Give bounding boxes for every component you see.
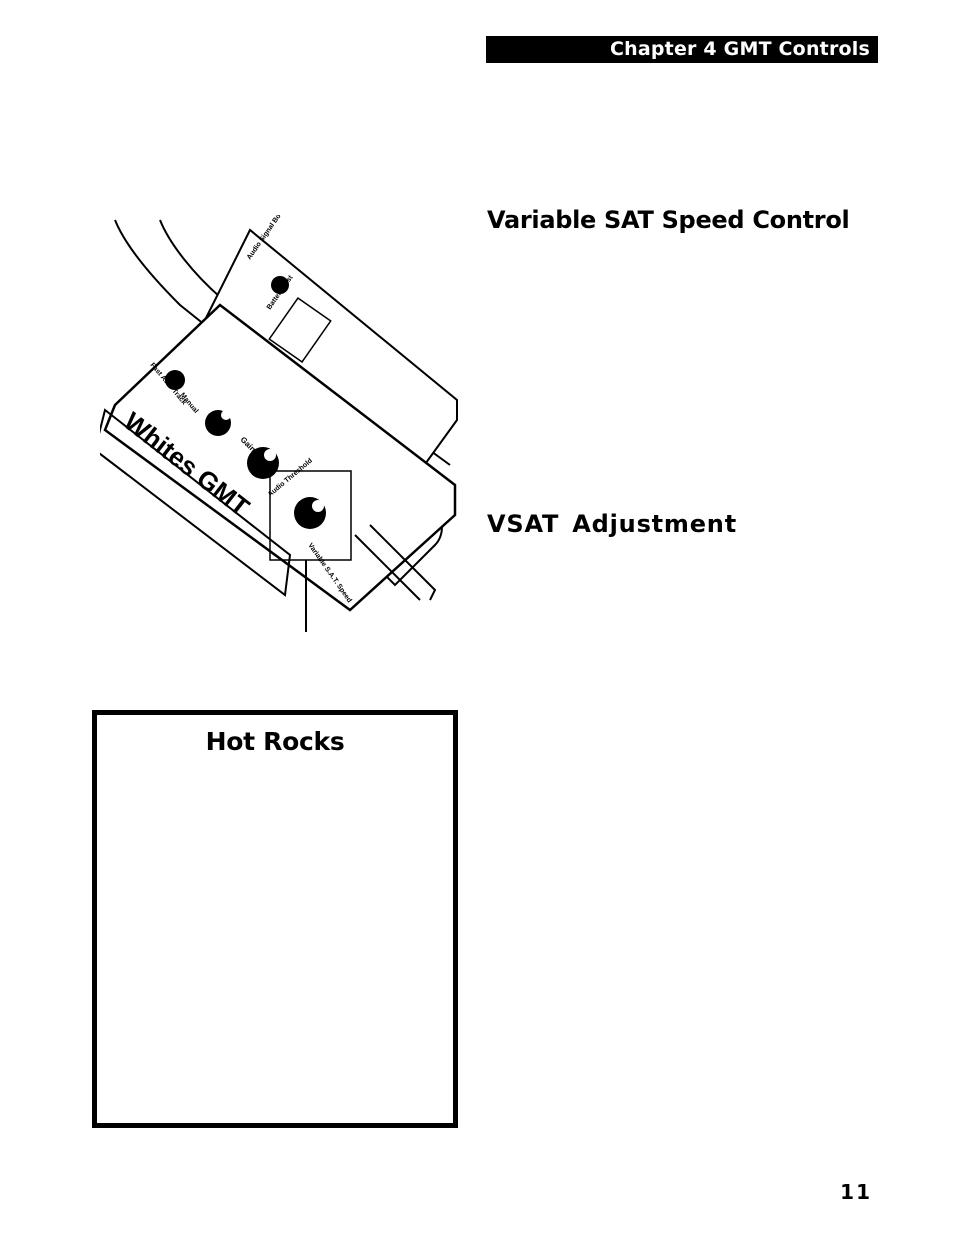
- tracking-switch: [165, 370, 185, 390]
- sat-speed-knob-indicator: [312, 500, 324, 512]
- page-number: 11: [840, 1180, 872, 1204]
- brand-strip: [100, 408, 292, 597]
- hot-rocks-sidebar: Hot Rocks: [92, 710, 458, 1128]
- section-heading-vsat-adjustment: VSAT Adjustment: [487, 510, 737, 538]
- gmt-control-panel-illustration: Whites GMT Audio Signal Boost Battery Te…: [100, 215, 458, 632]
- audio-signal-knob: [271, 276, 289, 294]
- gain-knob-indicator: [221, 410, 231, 420]
- lower-rod: [354, 524, 437, 601]
- sat-knob-callout-box: [269, 470, 352, 561]
- chapter-title: Chapter 4 GMT Controls: [609, 38, 870, 60]
- section-heading-sat-speed: Variable SAT Speed Control: [487, 206, 850, 234]
- chapter-header-bar: Chapter 4 GMT Controls: [486, 36, 878, 63]
- sidebar-title: Hot Rocks: [205, 727, 345, 756]
- instruction-label-panel: [268, 297, 332, 363]
- threshold-knob-indicator: [264, 449, 276, 461]
- control-box: [103, 303, 457, 612]
